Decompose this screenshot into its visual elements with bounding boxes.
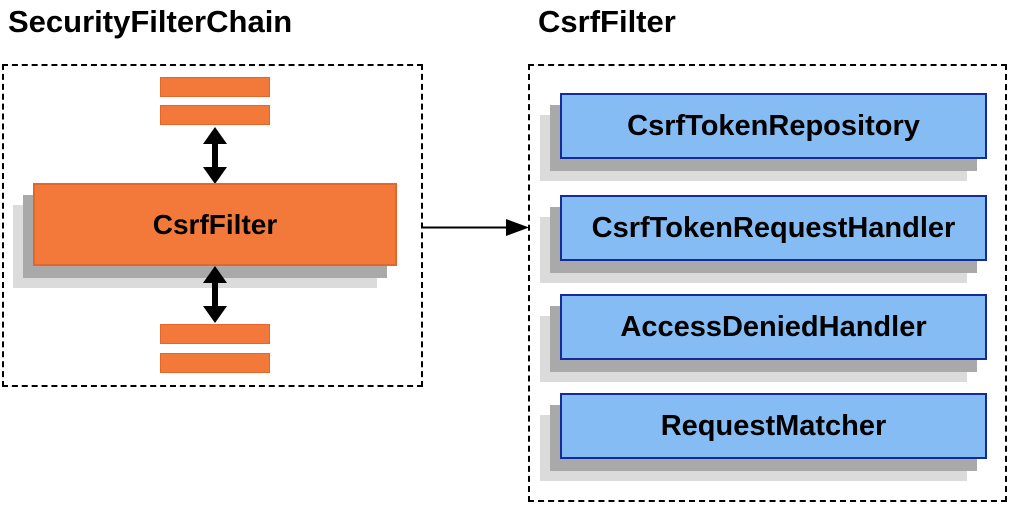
flow-arrow-icon	[422, 219, 529, 236]
security-filter-chain-group	[2, 64, 423, 387]
component-csrf-token-request-handler: CsrfTokenRequestHandler	[560, 195, 987, 261]
security-filter-chain-title: SecurityFilterChain	[8, 4, 293, 39]
csrf-filter-title: CsrfFilter	[538, 4, 676, 39]
component-label: RequestMatcher	[660, 409, 887, 442]
filter-placeholder-bar	[160, 77, 270, 97]
filter-placeholder-bar	[160, 353, 270, 373]
component-label: CsrfTokenRequestHandler	[591, 211, 956, 244]
csrf-filter-node-label: CsrfFilter	[152, 208, 278, 240]
component-label: AccessDeniedHandler	[620, 310, 927, 343]
csrf-filter-group	[528, 64, 1007, 502]
filter-placeholder-bar	[160, 324, 270, 344]
bidirectional-arrow-icon	[203, 127, 227, 184]
bidirectional-arrow-icon	[203, 266, 227, 323]
csrf-filter-node: CsrfFilter	[33, 183, 397, 266]
component-request-matcher: RequestMatcher	[560, 393, 987, 459]
filter-placeholder-bar	[160, 105, 270, 125]
component-csrf-token-repository: CsrfTokenRepository	[560, 93, 987, 159]
component-label: CsrfTokenRepository	[627, 109, 920, 142]
component-access-denied-handler: AccessDeniedHandler	[560, 294, 987, 360]
